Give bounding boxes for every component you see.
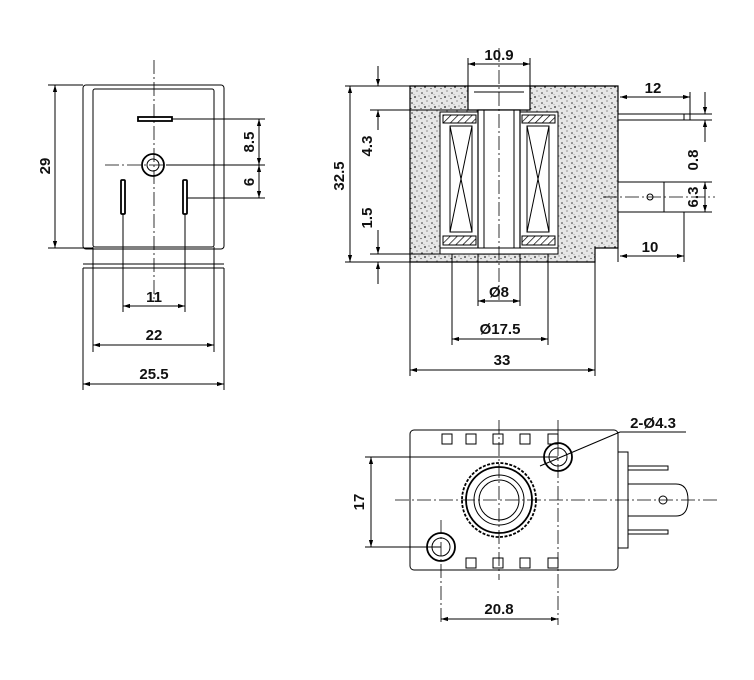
dim-section-terminal-length: 10 — [642, 239, 659, 256]
dim-top-hole-spacing: 20.8 — [484, 601, 513, 618]
dim-section-top-boss: 10.9 — [484, 47, 513, 64]
winding-left-x2 — [449, 125, 473, 233]
dim-front-outer-width: 25.5 — [139, 366, 168, 383]
dim-holes-leader — [539, 431, 621, 467]
bottom-square — [465, 557, 477, 569]
dim-section-height: 32.5 — [331, 161, 348, 190]
dim-front-height: 29 — [37, 158, 54, 175]
top-square — [441, 433, 453, 445]
dim-section-bore: Ø8 — [489, 284, 509, 301]
front-view: 29 8.5 6 11 22 25.5 — [37, 60, 265, 390]
front-pin-left — [120, 179, 126, 215]
front-top-slot — [137, 116, 173, 122]
dim-section-terminal-width: 6.3 — [685, 187, 702, 208]
front-body-outline — [82, 84, 225, 250]
terminal-blade-bottom — [627, 529, 669, 535]
flange-top-left — [442, 114, 477, 124]
section-view: 10.9 12 0.8 6.3 10 4.3 32.5 — [331, 47, 715, 376]
terminal-blade-hole — [658, 495, 668, 505]
top-square — [465, 433, 477, 445]
dim-front-pin-spacing: 11 — [146, 289, 162, 306]
winding-right — [526, 125, 550, 233]
front-center-terminal-outer — [141, 153, 165, 177]
dim-front-lower: 6 — [241, 178, 258, 186]
dim-front-upper: 8.5 — [241, 132, 258, 153]
top-square — [492, 433, 504, 445]
front-center-terminal-inner — [146, 158, 160, 172]
dim-top-holes: 2-Ø4.3 — [630, 415, 676, 432]
flange-bottom-left — [442, 235, 477, 246]
terminal-blade-top — [627, 465, 669, 471]
winding-left — [449, 125, 473, 233]
terminal-blade-center — [627, 483, 689, 517]
flange-bottom-right — [521, 235, 556, 246]
front-body-inner — [92, 88, 215, 248]
bottom-square — [519, 557, 531, 569]
top-square — [519, 433, 531, 445]
dim-section-width: 33 — [494, 352, 511, 369]
section-terminal-upper — [617, 113, 685, 121]
dim-section-base: 1.5 — [359, 208, 376, 229]
bottom-square — [547, 557, 559, 569]
front-pin-right — [182, 179, 188, 215]
dim-section-terminal: 12 — [645, 80, 662, 97]
flange-top-right — [521, 114, 556, 124]
top-view: 2-Ø4.3 17 20.8 — [351, 415, 718, 625]
bottom-square — [492, 557, 504, 569]
dim-section-flange: 4.3 — [359, 136, 376, 157]
dim-section-terminal-thickness: 0.8 — [685, 150, 702, 171]
dim-top-height: 17 — [351, 494, 368, 511]
winding-right-x2 — [526, 125, 550, 233]
dim-section-bobbin: Ø17.5 — [480, 321, 521, 338]
dim-front-inner-width: 22 — [146, 327, 163, 344]
